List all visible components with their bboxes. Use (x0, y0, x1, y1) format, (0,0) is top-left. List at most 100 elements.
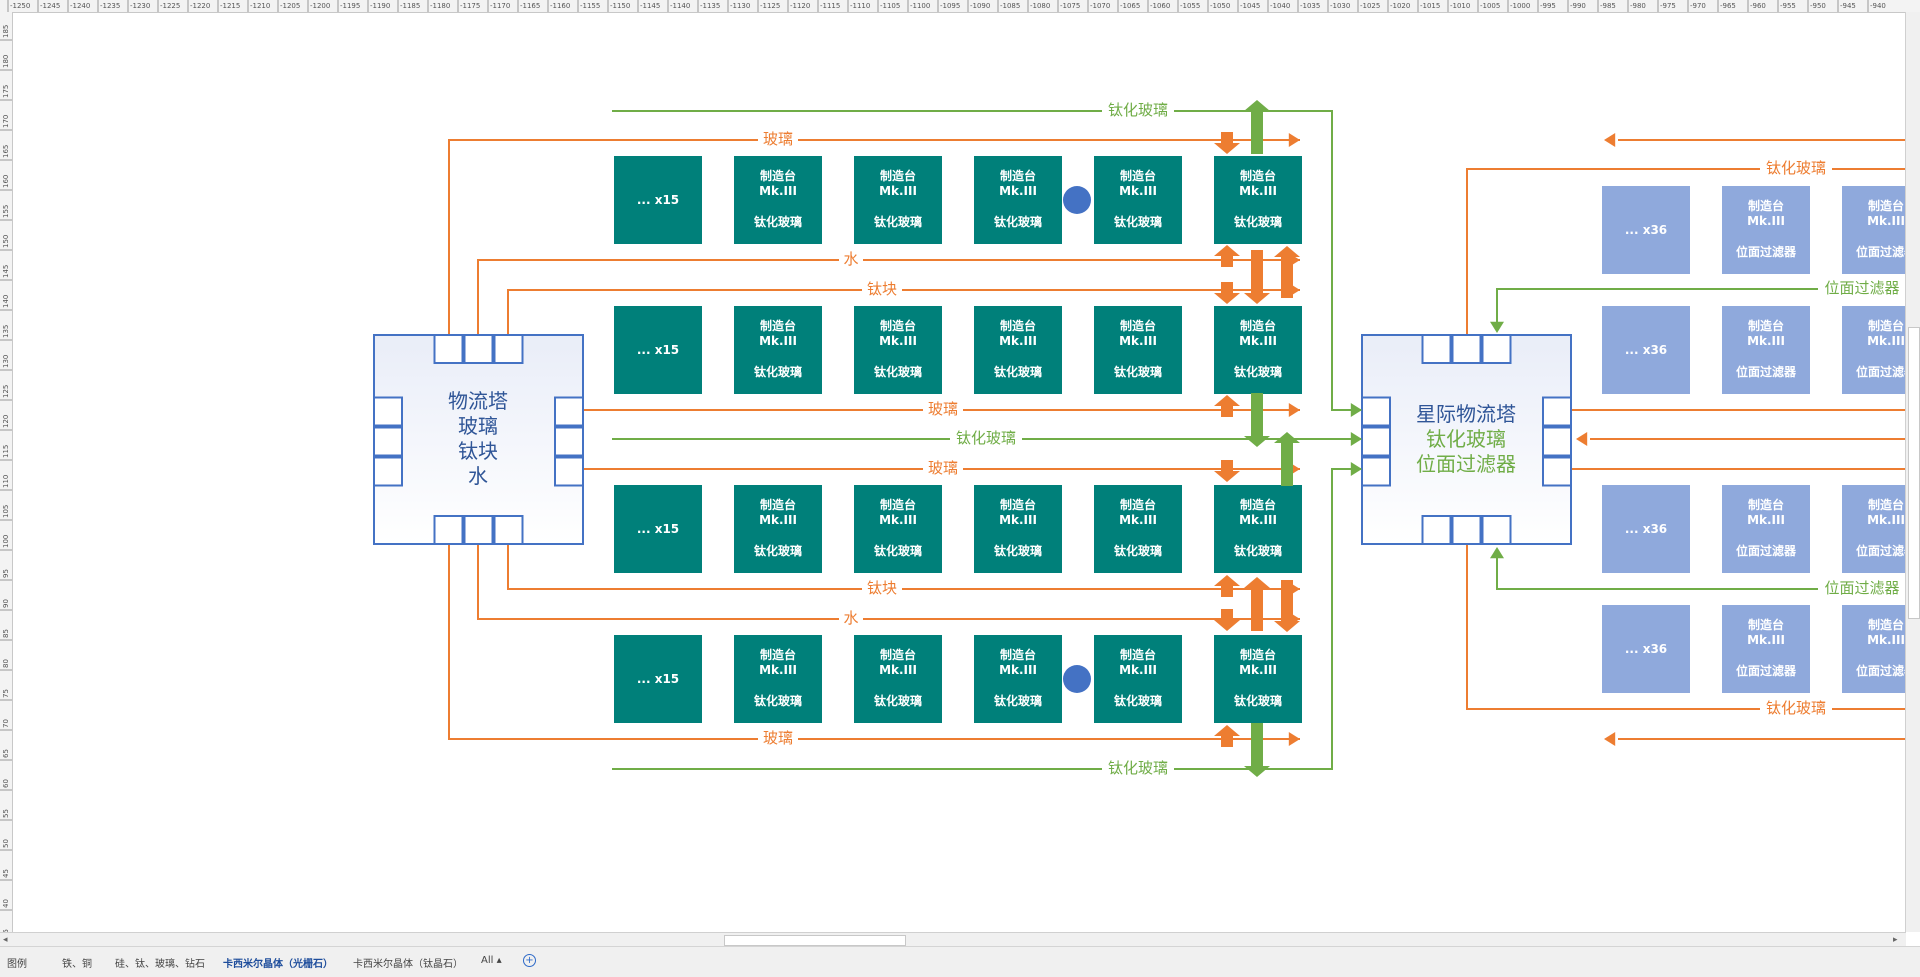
block-count-label: ... x36 (1625, 642, 1667, 656)
station-port (1542, 456, 1572, 487)
belt-label: 水 (843, 250, 858, 268)
ruler-label: 170 (2, 115, 10, 128)
sorter-down-arrow-icon (1244, 723, 1270, 777)
ruler-label: -995 (1540, 2, 1556, 10)
block-product: 钛化玻璃 (994, 693, 1042, 708)
ruler-label: 80 (2, 659, 10, 668)
belt-label: 玻璃 (928, 459, 958, 477)
tab-casimir-grating[interactable]: 卡西米尔晶体（光栅石） (223, 959, 333, 970)
belt-label: 钛化玻璃 (956, 429, 1016, 447)
tab-iron-copper[interactable]: 铁、铜 (62, 959, 92, 970)
block-product: 位面过滤器 (1856, 663, 1906, 678)
station-port (1451, 334, 1482, 364)
block-body (1214, 156, 1302, 244)
diagram-canvas: -1250-1245-1240-1235-1230-1225-1220-1215… (0, 0, 1906, 932)
block-body (974, 635, 1062, 723)
ruler-label: -1190 (370, 2, 390, 10)
belt-arrow-icon (1288, 133, 1300, 147)
ruler-label: 35 (2, 929, 10, 932)
block-model: Mk.III (879, 663, 917, 677)
vertical-scrollbar[interactable] (1905, 12, 1920, 932)
ruler-label: -1130 (730, 2, 750, 10)
ruler-label: -1000 (1510, 2, 1530, 10)
block-model: Mk.III (1119, 513, 1157, 527)
block-name: 制造台 (1000, 318, 1036, 333)
block-model: Mk.III (999, 663, 1037, 677)
block-model: Mk.III (1867, 513, 1905, 527)
belt-line (477, 259, 1300, 337)
tab-all[interactable]: All ▴ (481, 955, 502, 966)
block-name: 制造台 (1748, 497, 1784, 512)
belt-line (1466, 168, 1906, 337)
block-body (854, 156, 942, 244)
ruler-label: 130 (2, 355, 10, 368)
ruler-label: 155 (2, 205, 10, 218)
sorter-up-arrow-icon (1274, 432, 1300, 486)
block-count-label: ... x15 (637, 672, 679, 686)
scroll-right-icon[interactable]: ▸ (1893, 935, 1898, 945)
block-body (1842, 186, 1906, 274)
station-port (1421, 515, 1452, 545)
station-port (463, 334, 494, 364)
belt-label-bg (1102, 758, 1174, 776)
belt-line (1496, 555, 1906, 590)
station-port (554, 456, 584, 487)
block-body (734, 485, 822, 573)
belt-label-bg (839, 608, 863, 626)
ruler-label: -1205 (280, 2, 300, 10)
block-body (974, 485, 1062, 573)
station-port (1542, 396, 1572, 427)
ruler-label: -1140 (670, 2, 690, 10)
block-model: Mk.III (759, 513, 797, 527)
ruler-label: 165 (2, 145, 10, 158)
belt-arrow-icon (1490, 321, 1504, 333)
factory-stack-block: ... x15 (614, 485, 702, 573)
ruler-label: 50 (2, 839, 10, 848)
ruler-label: -1005 (1480, 2, 1500, 10)
block-name: 制造台 (1000, 168, 1036, 183)
ruler-label: -1020 (1390, 2, 1410, 10)
ruler-label: -1110 (850, 2, 870, 10)
tab-casimir-titanium[interactable]: 卡西米尔晶体（钛晶石） (353, 959, 463, 970)
ruler-label: -1045 (1240, 2, 1260, 10)
tab-legend[interactable]: 图例 (7, 959, 27, 970)
block-model: Mk.III (1239, 663, 1277, 677)
horizontal-scrollbar[interactable]: ◂ ▸ (0, 932, 1906, 947)
sorter-down-arrow-icon (1214, 282, 1240, 304)
block-name: 制造台 (1000, 647, 1036, 662)
block-model: Mk.III (999, 184, 1037, 198)
block-body (734, 635, 822, 723)
belt-label-bg (950, 428, 1022, 446)
ruler-label: -955 (1780, 2, 1796, 10)
ruler-label: -1180 (430, 2, 450, 10)
ruler-label: 160 (2, 175, 10, 188)
station-port (1451, 515, 1482, 545)
block-model: Mk.III (1867, 214, 1905, 228)
tab-silicon-titanium-glass-diamond[interactable]: 硅、钛、玻璃、钻石 (115, 959, 205, 970)
belt-label: 位面过滤器 (1824, 579, 1899, 597)
ruler-label: 65 (2, 749, 10, 758)
block-body (974, 156, 1062, 244)
block-name: 制造台 (1120, 318, 1156, 333)
ruler-label: 125 (2, 385, 10, 398)
add-sheet-icon[interactable]: + (523, 954, 536, 967)
belt-label-bg (839, 249, 863, 267)
belt-label-bg (1760, 698, 1832, 716)
station-port (433, 515, 464, 545)
scroll-left-icon[interactable]: ◂ (3, 935, 8, 945)
ruler-label: -990 (1570, 2, 1586, 10)
block-name: 制造台 (1120, 168, 1156, 183)
vertical-scroll-thumb[interactable] (1908, 327, 1920, 619)
belt-label: 玻璃 (928, 400, 958, 418)
horizontal-scroll-thumb[interactable] (724, 935, 906, 946)
